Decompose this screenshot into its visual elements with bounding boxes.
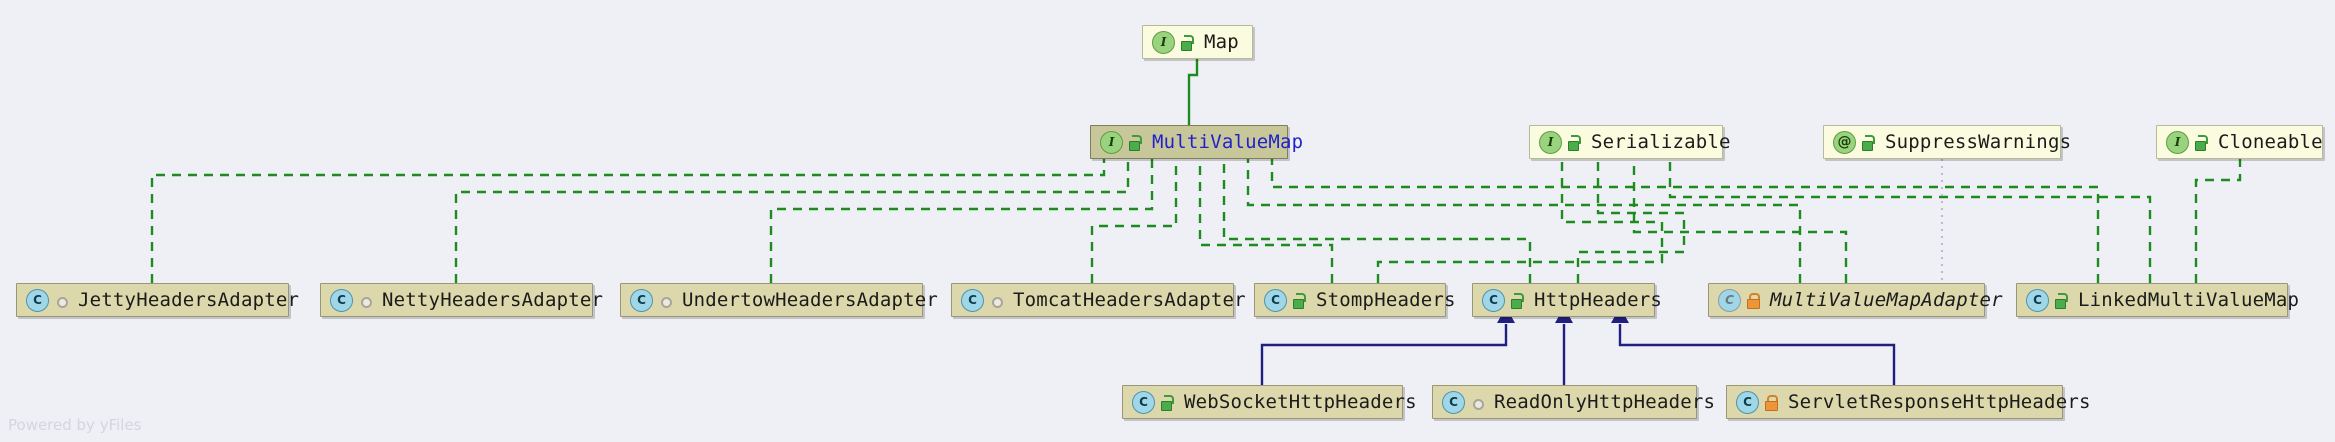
node-httpheaders[interactable]: C HttpHeaders: [1472, 283, 1662, 317]
node-label: Map: [1204, 31, 1239, 53]
node-label: SuppressWarnings: [1885, 131, 2072, 153]
class-icon: C: [961, 288, 984, 312]
yfiles-watermark: Powered by yFiles: [8, 416, 142, 434]
class-icon: C: [1132, 390, 1155, 414]
lock-icon: [1765, 394, 1779, 411]
edge-stompheaders-serializable: [1376, 159, 1664, 283]
node-label: TomcatHeadersAdapter: [1013, 289, 1246, 311]
node-label: StompHeaders: [1316, 289, 1456, 311]
class-icon: C: [330, 288, 353, 312]
node-label: NettyHeadersAdapter: [382, 289, 604, 311]
node-multivaluemap[interactable]: I MultiValueMap: [1090, 125, 1303, 159]
node-servletresponsehttpheaders[interactable]: C ServletResponseHttpHeaders: [1726, 385, 2090, 419]
package-circle-icon: [55, 293, 69, 308]
package-circle-icon: [359, 293, 373, 308]
node-label: Serializable: [1591, 131, 1731, 153]
node-map[interactable]: I Map: [1142, 25, 1253, 59]
class-abstract-icon: C: [1736, 390, 1759, 414]
class-icon: C: [2026, 288, 2049, 312]
edge-httpheaders-serializable: [1576, 159, 1686, 283]
node-label: WebSocketHttpHeaders: [1184, 391, 1417, 413]
edge-multivaluemapadapter-serializable: [1632, 159, 1848, 283]
unlock-icon: [1511, 292, 1525, 309]
node-tomcatheadersadapter[interactable]: C TomcatHeadersAdapter: [951, 283, 1246, 317]
interface-icon: I: [1152, 30, 1175, 54]
class-abstract-icon: C: [1716, 288, 1741, 312]
unlock-icon: [2195, 134, 2209, 151]
unlock-icon: [1129, 134, 1143, 151]
unlock-icon: [1568, 134, 1582, 151]
edge-httpheaders-multivaluemap: [1222, 159, 1532, 283]
edge-linkedmultivaluemap-cloneable: [2194, 159, 2242, 283]
node-label: JettyHeadersAdapter: [78, 289, 300, 311]
node-label: MultiValueMapAdapter: [1770, 289, 2003, 311]
node-readonlyhttpheaders[interactable]: C ReadOnlyHttpHeaders: [1432, 385, 1715, 419]
edge-tomcatheadersadapter-multivaluemap: [1090, 159, 1178, 283]
interface-icon: I: [2166, 130, 2189, 154]
node-websockethttpheaders[interactable]: C WebSocketHttpHeaders: [1122, 385, 1417, 419]
node-label: HttpHeaders: [1534, 289, 1663, 311]
node-multivaluemapadapter[interactable]: C MultiValueMapAdapter: [1708, 283, 2003, 317]
node-linkedmultivaluemap[interactable]: C LinkedMultiValueMap: [2016, 283, 2299, 317]
class-icon: C: [1264, 288, 1287, 312]
node-label: ReadOnlyHttpHeaders: [1494, 391, 1716, 413]
unlock-icon: [1862, 134, 1876, 151]
edge-linkedmultivaluemap-serializable: [1668, 159, 2152, 283]
unlock-icon: [1181, 34, 1195, 51]
class-icon: C: [630, 288, 653, 312]
node-label: LinkedMultiValueMap: [2078, 289, 2300, 311]
edge-linkedmultivaluemap-multivaluemap: [1270, 159, 2100, 283]
unlock-icon: [1293, 292, 1307, 309]
node-label: UndertowHeadersAdapter: [682, 289, 939, 311]
arrowheads: [1094, 42, 2250, 323]
edge-multivaluemapadapter-multivaluemap: [1246, 159, 1802, 283]
package-circle-icon: [659, 293, 673, 308]
class-icon: C: [1482, 288, 1505, 312]
package-circle-icon: [1471, 395, 1485, 410]
annotation-icon: @: [1833, 130, 1856, 154]
class-icon: C: [1442, 390, 1465, 414]
edge-multivaluemap-map: [1187, 59, 1199, 125]
node-jettyheadersadapter[interactable]: C JettyHeadersAdapter: [16, 283, 299, 317]
edge-undertowheadersadapter-multivaluemap: [769, 159, 1154, 283]
edge-jettyheadersadapter-multivaluemap: [150, 159, 1106, 283]
unlock-icon: [2055, 292, 2069, 309]
interface-icon: I: [1539, 130, 1562, 154]
node-label: MultiValueMap: [1152, 131, 1304, 153]
edge-nettyheadersadapter-multivaluemap: [454, 159, 1130, 283]
interface-icon: I: [1100, 130, 1123, 154]
node-cloneable[interactable]: I Cloneable: [2156, 125, 2323, 159]
unlock-icon: [1161, 394, 1175, 411]
node-stompheaders[interactable]: C StompHeaders: [1254, 283, 1455, 317]
node-label: ServletResponseHttpHeaders: [1788, 391, 2091, 413]
class-icon: C: [26, 288, 49, 312]
edge-websockethttpheaders-httpheaders: [1260, 324, 1508, 385]
node-undertowheadersadapter[interactable]: C UndertowHeadersAdapter: [620, 283, 938, 317]
lock-icon: [1747, 292, 1761, 309]
extends-edges: [1260, 324, 1896, 385]
implements-edges: [150, 59, 2242, 283]
node-serializable[interactable]: I Serializable: [1529, 125, 1730, 159]
node-suppresswarnings[interactable]: @ SuppressWarnings: [1823, 125, 2071, 159]
edge-stompheaders-multivaluemap: [1198, 159, 1334, 283]
edge-servletresponsehttpheaders-httpheaders: [1618, 324, 1896, 385]
node-label: Cloneable: [2218, 131, 2323, 153]
package-circle-icon: [990, 293, 1004, 308]
node-nettyheadersadapter[interactable]: C NettyHeadersAdapter: [320, 283, 603, 317]
